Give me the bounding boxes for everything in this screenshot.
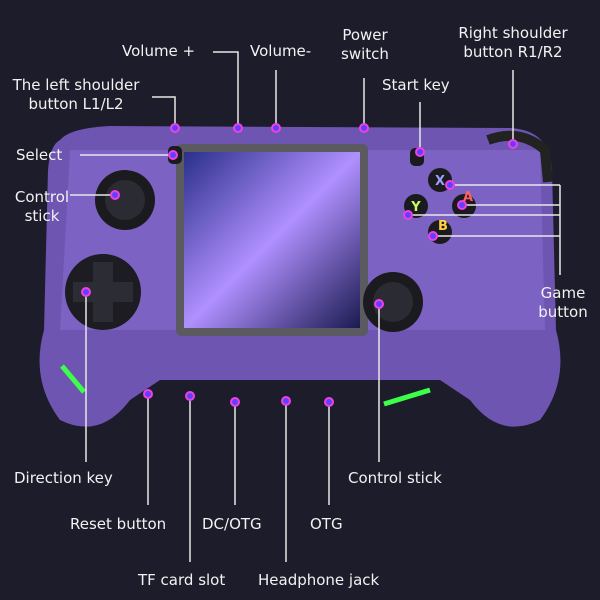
label-reset-button: Reset button (70, 515, 167, 533)
label-right-shoulder-line1: Right shoulder (458, 24, 568, 42)
label-left-shoulder-line2: button L1/L2 (28, 95, 124, 113)
label-control-stick-left-line2: stick (24, 207, 60, 225)
label-power-switch-line2: switch (341, 45, 389, 63)
callout-lines (70, 51, 561, 562)
button-b-label: B (438, 219, 448, 234)
left-stick-cap (105, 180, 145, 220)
face-button-labels: X Y A B (410, 174, 473, 234)
right-stick-cap (373, 282, 413, 322)
label-volume-plus: Volume + (122, 42, 196, 60)
callout-markers (81, 123, 518, 407)
label-control-stick-left-line1: Control (14, 188, 70, 206)
label-power-switch-line1: Power (342, 26, 388, 44)
button-a-label: A (463, 190, 473, 205)
dpad-cross (73, 262, 133, 322)
button-x-label: X (435, 174, 445, 189)
label-left-shoulder-line1: The left shoulder (12, 76, 140, 94)
label-tf-card-slot: TF card slot (138, 571, 226, 589)
label-headphone-jack: Headphone jack (258, 571, 380, 589)
label-right-shoulder-line2: button R1/R2 (463, 43, 563, 61)
left-led (60, 364, 86, 394)
label-volume-minus: Volume- (250, 42, 312, 60)
screen-display (184, 152, 360, 328)
label-game-button-line1: Game (540, 284, 586, 302)
label-select: Select (16, 146, 63, 164)
button-y-label: Y (410, 200, 421, 215)
right-led (383, 387, 431, 407)
label-game-button-line2: button (538, 303, 588, 321)
right-shoulder-strap (486, 130, 553, 183)
label-dc-otg: DC/OTG (202, 515, 262, 533)
label-otg: OTG (310, 515, 343, 533)
label-control-stick-right: Control stick (348, 469, 442, 487)
label-start-key: Start key (382, 76, 450, 94)
label-direction-key: Direction key (14, 469, 113, 487)
